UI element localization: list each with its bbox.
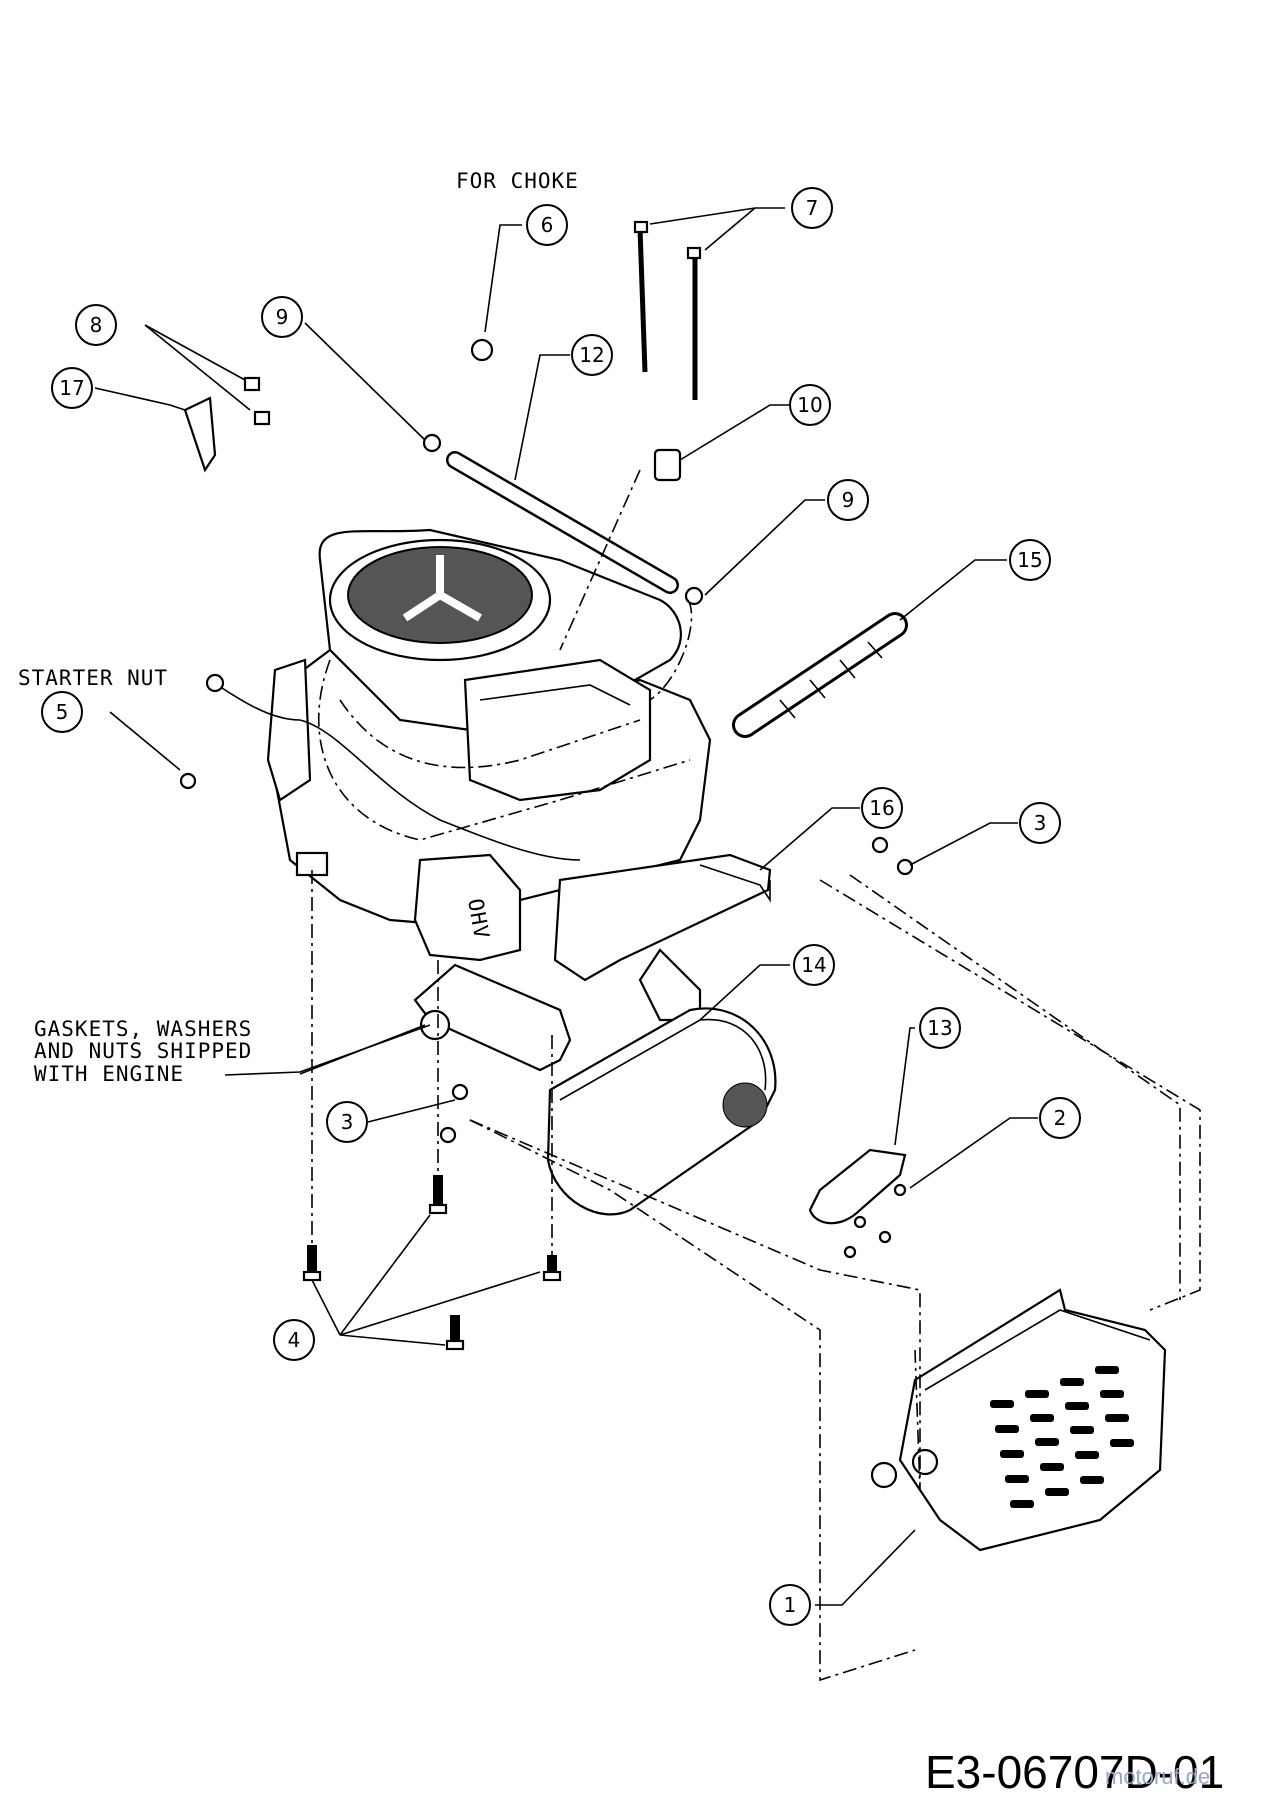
svg-text:17: 17 bbox=[59, 376, 84, 400]
svg-text:5: 5 bbox=[56, 700, 69, 724]
hardware-parts bbox=[179, 220, 914, 1351]
svg-text:9: 9 bbox=[842, 488, 855, 512]
starter-nut-note: STARTER NUT bbox=[18, 666, 168, 690]
callout-2: 2 bbox=[1039, 1097, 1081, 1139]
callout-17: 17 bbox=[51, 367, 93, 409]
svg-text:6: 6 bbox=[541, 213, 554, 237]
exhaust-assembly bbox=[413, 948, 1167, 1552]
callout-14: 14 bbox=[793, 944, 835, 986]
callout-4: 4 bbox=[273, 1319, 315, 1361]
leader-lines bbox=[94, 207, 1038, 1606]
svg-text:1: 1 bbox=[784, 1593, 797, 1617]
watermark: motoruf.de bbox=[1105, 1764, 1211, 1789]
gaskets-note-line1: GASKETS, WASHERS bbox=[34, 1017, 252, 1041]
for-choke-note: FOR CHOKE bbox=[456, 169, 579, 193]
callout-3-top: 3 bbox=[1019, 802, 1061, 844]
drawing-code: E3-06707D-01 bbox=[925, 1746, 1225, 1798]
callout-8: 8 bbox=[75, 304, 117, 346]
callout-10: 10 bbox=[789, 384, 831, 426]
callout-5: 5 bbox=[41, 691, 83, 733]
svg-text:13: 13 bbox=[927, 1016, 952, 1040]
callout-12: 12 bbox=[571, 334, 613, 376]
callout-9-left: 9 bbox=[261, 296, 303, 338]
engine-assembly: OHV bbox=[205, 528, 772, 982]
gaskets-note-line3: WITH ENGINE bbox=[34, 1062, 184, 1086]
svg-text:2: 2 bbox=[1054, 1106, 1067, 1130]
callout-15: 15 bbox=[1009, 539, 1051, 581]
callout-16: 16 bbox=[861, 787, 903, 829]
svg-text:3: 3 bbox=[341, 1110, 354, 1134]
svg-text:10: 10 bbox=[797, 393, 822, 417]
svg-text:12: 12 bbox=[579, 343, 604, 367]
callout-9-right: 9 bbox=[827, 479, 869, 521]
svg-text:15: 15 bbox=[1017, 548, 1042, 572]
svg-text:14: 14 bbox=[801, 953, 826, 977]
callout-6: 6 bbox=[526, 204, 568, 246]
svg-text:8: 8 bbox=[90, 313, 103, 337]
callout-3-lower: 3 bbox=[326, 1101, 368, 1143]
gaskets-note-line2: AND NUTS SHIPPED bbox=[34, 1039, 252, 1063]
svg-text:9: 9 bbox=[276, 305, 289, 329]
callout-13: 13 bbox=[919, 1007, 961, 1049]
svg-text:3: 3 bbox=[1034, 811, 1047, 835]
svg-text:7: 7 bbox=[806, 196, 819, 220]
alignment-lines bbox=[311, 469, 1201, 1682]
svg-text:16: 16 bbox=[869, 796, 894, 820]
callout-1: 1 bbox=[769, 1584, 811, 1626]
callout-7: 7 bbox=[791, 187, 833, 229]
svg-text:4: 4 bbox=[288, 1328, 301, 1352]
